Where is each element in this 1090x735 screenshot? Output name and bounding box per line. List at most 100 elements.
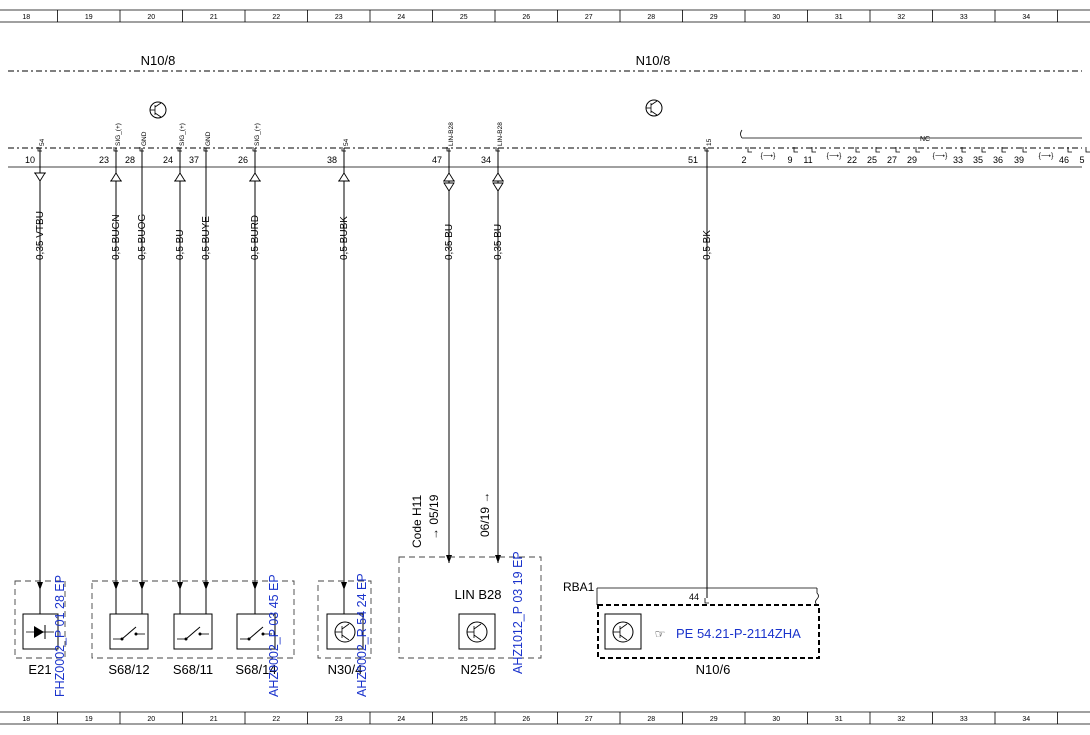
column-number: 29 (710, 14, 718, 21)
component-box-n30-4 (317, 580, 372, 659)
wire-spec-label: 0,35 BU (493, 224, 504, 260)
transistor-icon (149, 101, 167, 119)
transistor-icon (326, 613, 364, 650)
pin-label: GND (205, 131, 212, 146)
column-number: 32 (897, 716, 905, 723)
column-number: 21 (210, 14, 218, 21)
column-number: 18 (22, 716, 30, 723)
nc-pin-number: 35 (973, 155, 983, 165)
component-label-s68-11: S68/11 (173, 662, 213, 677)
page-reference-06-19[interactable]: 06/19 → (478, 492, 492, 537)
column-number: 26 (522, 14, 530, 21)
column-number: 33 (960, 716, 968, 723)
pin-number: 51 (688, 155, 698, 165)
component-label-e21: E21 (28, 662, 51, 677)
bridge-jumper-icon: {⟶} (827, 153, 842, 160)
column-number: 22 (272, 14, 280, 21)
column-number: 19 (85, 14, 93, 21)
pin-number: 37 (189, 155, 199, 165)
switch-icon-s68-12 (109, 613, 149, 650)
bridge-jumper-icon: {⟶} (761, 153, 776, 160)
pin-number: 10 (25, 155, 35, 165)
component-box-e21 (14, 580, 66, 659)
wire-end-arrow-icon (139, 582, 145, 590)
led-icon (22, 613, 59, 650)
rba-pin-number: 44 (689, 592, 699, 602)
pin-26: SIG_(+)260,5 BURD (238, 123, 261, 590)
column-number: 20 (147, 716, 155, 723)
pin-number: 26 (238, 155, 248, 165)
rba-label: RBA1 (563, 580, 595, 594)
code-note: Code H11 (410, 495, 424, 548)
column-number: 34 (1022, 14, 1030, 21)
column-number: 28 (647, 716, 655, 723)
wire-end-arrow-icon (203, 582, 209, 590)
column-number: 22 (272, 716, 280, 723)
component-box-n25-6 (398, 556, 542, 659)
column-number: 27 (585, 14, 593, 21)
pin-37: GND 37 0,5 BUYE (189, 131, 212, 590)
bridge-jumper-icon: {⟶} (933, 153, 948, 160)
nc-pin-number: 33 (953, 155, 963, 165)
wire-end-arrow-icon (37, 582, 43, 590)
page-reference-05-19[interactable]: → 05/19 (427, 494, 441, 540)
pin-label: SIG_(+) (179, 123, 186, 146)
pin-label: SIG_(+) (115, 123, 122, 146)
reference-link-n25-6[interactable]: AHZ1012_P 03 19 EP (511, 551, 525, 674)
rba-break-mark (815, 588, 819, 606)
reference-link-n30-4[interactable]: AHZ0002_R 54 24 EP (355, 573, 369, 697)
wire-spec-label: 0,5 BUYE (201, 216, 212, 260)
column-number: 21 (210, 716, 218, 723)
column-number: 19 (85, 716, 93, 723)
reference-link-e21[interactable]: FHZ0002_P 01 28 EP (53, 575, 67, 697)
switch-icon-s68-14 (236, 613, 276, 650)
component-label-n30-4: N30/4 (328, 662, 363, 677)
pin-number: 24 (163, 155, 173, 165)
component-box-n10-6 (597, 604, 820, 659)
wire-end-arrow-icon (341, 582, 347, 590)
pin-label: SIG_(+) (254, 123, 261, 146)
column-number: 29 (710, 716, 718, 723)
pin-24: SIG_(+)240,5 BU (163, 123, 186, 590)
pin-number: 28 (125, 155, 135, 165)
wire-spec-label: 0,5 BUBK (339, 216, 350, 260)
bridge-jumper-icon: {⟶} (1039, 153, 1054, 160)
pin-number: 34 (481, 155, 491, 165)
column-number: 31 (835, 14, 843, 21)
pin-number: 23 (99, 155, 109, 165)
wire-spec-label: 0,5 BUOG (137, 214, 148, 260)
pin-label: LIN-B28 (497, 122, 504, 146)
column-number: 23 (335, 14, 343, 21)
signal-arrow-up-icon (249, 172, 261, 182)
nc-pin-number: 25 (867, 155, 877, 165)
hand-pointer-icon: ☞ (655, 627, 666, 641)
wire-spec-label: 0,35 BU (444, 224, 455, 260)
nc-pin-number: 9 (787, 155, 792, 165)
wire-end-arrow-icon (446, 555, 452, 563)
header-label-right: N10/8 (636, 53, 671, 68)
reference-link-s68-14[interactable]: AHZ0002_P 03 45 EP (267, 574, 281, 697)
column-number: 18 (22, 14, 30, 21)
reference-link-n10-6[interactable]: PE 54.21-P-2114ZHA (676, 626, 801, 641)
column-number: 34 (1022, 716, 1030, 723)
component-label-n25-6: N25/6 (461, 662, 496, 677)
svg-text:06/19 →: 06/19 → (478, 492, 492, 537)
component-box-s68 (91, 580, 295, 659)
signal-arrow-bidirectional-icon (492, 172, 504, 182)
wire-spec-label: 0,35 VTBU (35, 211, 46, 260)
nc-pin-number: 5 (1079, 155, 1084, 165)
signal-arrow-up-icon (174, 172, 186, 182)
header-label-left: N10/8 (141, 53, 176, 68)
component-label-s68-14: S68/14 (235, 662, 276, 677)
nc-pin-number: 11 (803, 155, 812, 165)
column-number: 25 (460, 716, 468, 723)
